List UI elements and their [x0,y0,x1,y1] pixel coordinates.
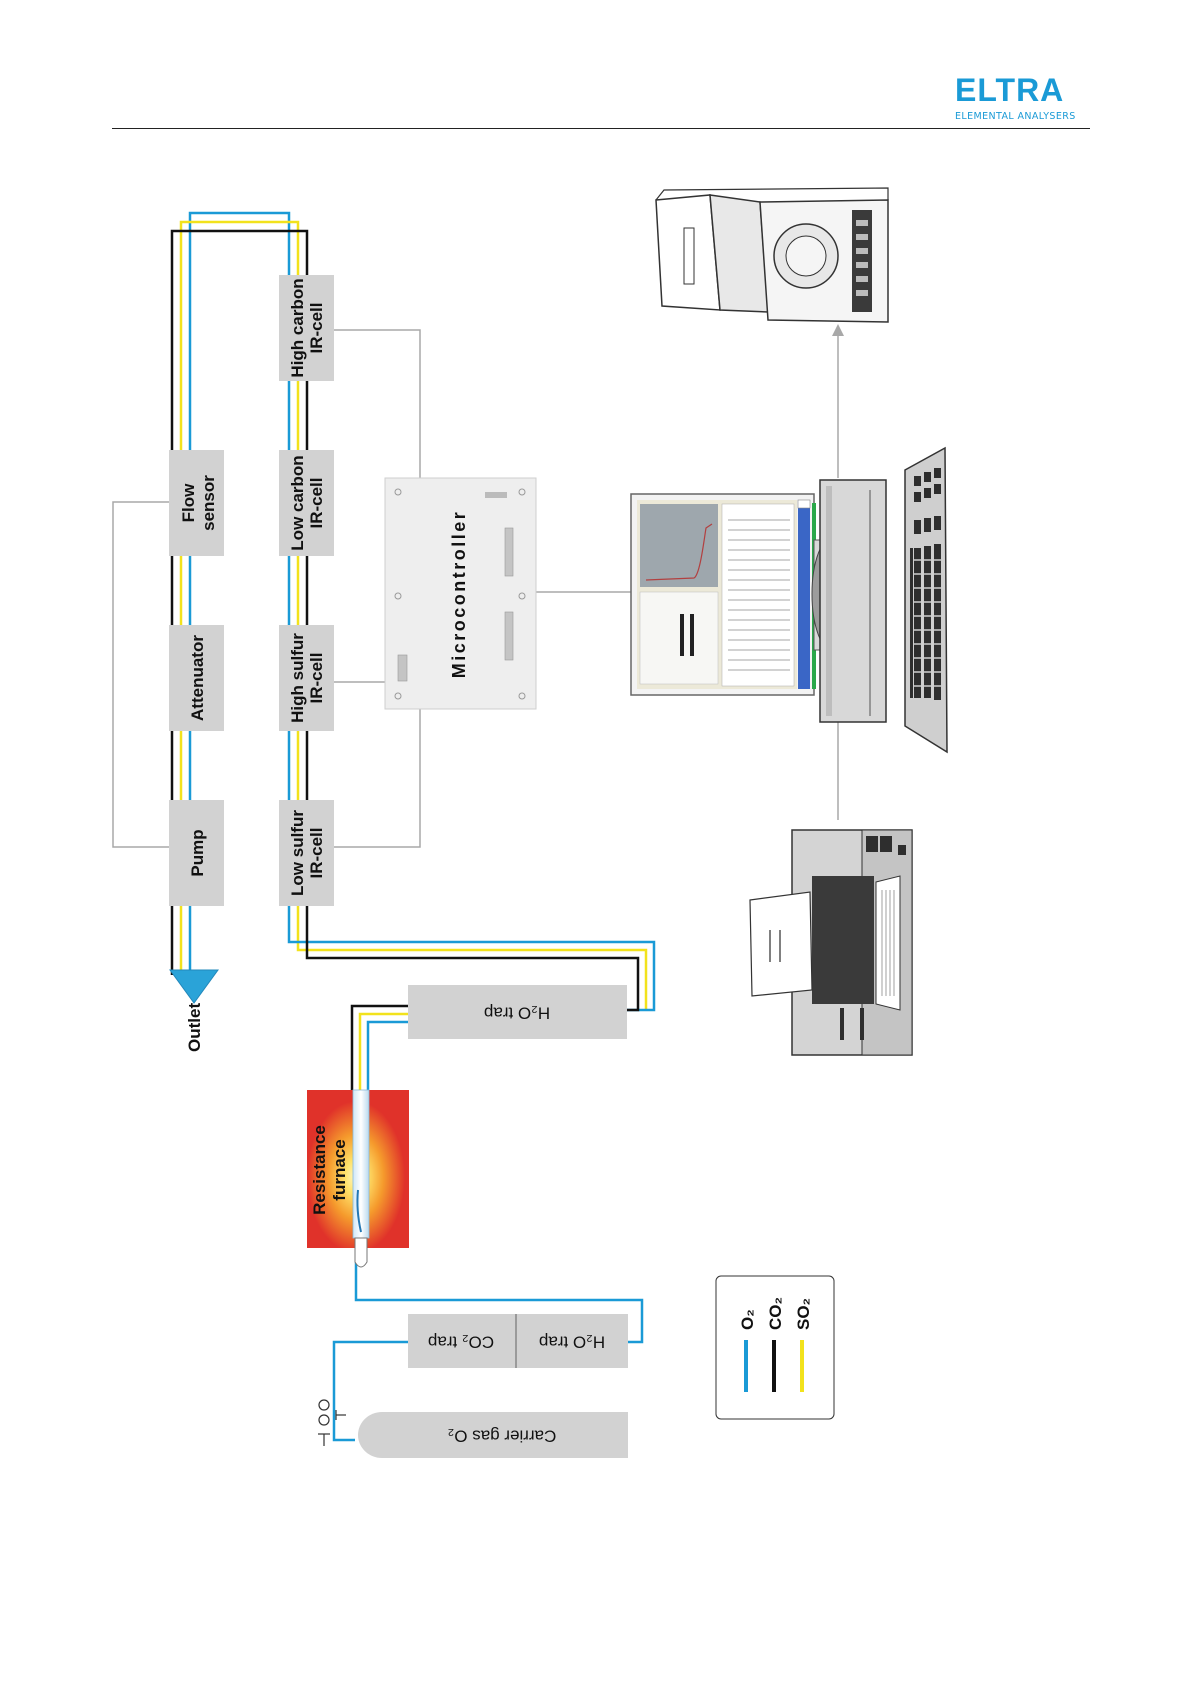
low-carbon-label-1: Low carbon [288,455,307,550]
low-sulfur-label-2: IR-cell [307,827,326,878]
low-sulfur-label-1: Low sulfur [288,810,307,896]
carrier-gas-label: Carrier gas O₂ [448,1427,557,1446]
co2-trap: CO₂ trap [408,1314,515,1368]
flow-sensor-label-2: sensor [199,475,218,531]
outlet: Outlet [170,970,218,1052]
legend-label-o2: O₂ [738,1309,757,1330]
gas-lines [172,213,654,1440]
legend-label-so2: SO₂ [794,1298,813,1330]
h2o-trap-bottom: H₂O trap [517,1314,628,1368]
attenuator-label: Attenuator [188,635,207,721]
high-sulfur-label-1: High sulfur [288,633,307,723]
resistance-furnace: Resistance furnace [307,1090,409,1267]
microcontroller-label: Microcontroller [449,510,469,679]
legend-label-co2: CO₂ [766,1297,785,1330]
attenuator-box: Attenuator [169,625,224,731]
co2-trap-label: CO₂ trap [428,1333,494,1352]
computer-monitor-icon [631,480,886,722]
high-sulfur-ir-cell: High sulfur IR-cell [279,625,334,731]
balance-icon [656,188,888,322]
legend: O₂ CO₂ SO₂ [716,1276,834,1419]
microcontroller-box: Microcontroller [385,478,536,709]
outlet-label: Outlet [185,1003,204,1052]
flow-sensor-label-1: Flow [179,483,198,522]
carrier-gas-cylinder: Carrier gas O₂ [358,1412,628,1458]
low-carbon-label-2: IR-cell [307,477,326,528]
high-carbon-ir-cell: High carbon IR-cell [279,275,334,381]
pump-box: Pump [169,800,224,906]
furnace-label-2: furnace [330,1139,349,1200]
keyboard-icon [905,448,947,752]
h2o-trap-top: H₂O trap [408,985,627,1039]
pump-label: Pump [188,829,207,876]
printer-icon [750,830,912,1055]
h2o-trap-bottom-label: H₂O trap [539,1333,605,1352]
outlet-arrow-icon [170,970,218,1003]
flow-sensor-box: Flow sensor [169,450,224,556]
h2o-trap-top-label: H₂O trap [484,1004,550,1023]
furnace-label-1: Resistance [310,1125,329,1215]
low-carbon-ir-cell: Low carbon IR-cell [279,450,334,556]
combustion-tube [353,1090,369,1238]
high-carbon-label-1: High carbon [288,278,307,377]
low-sulfur-ir-cell: Low sulfur IR-cell [279,800,334,906]
high-sulfur-label-2: IR-cell [307,652,326,703]
high-carbon-label-2: IR-cell [307,302,326,353]
